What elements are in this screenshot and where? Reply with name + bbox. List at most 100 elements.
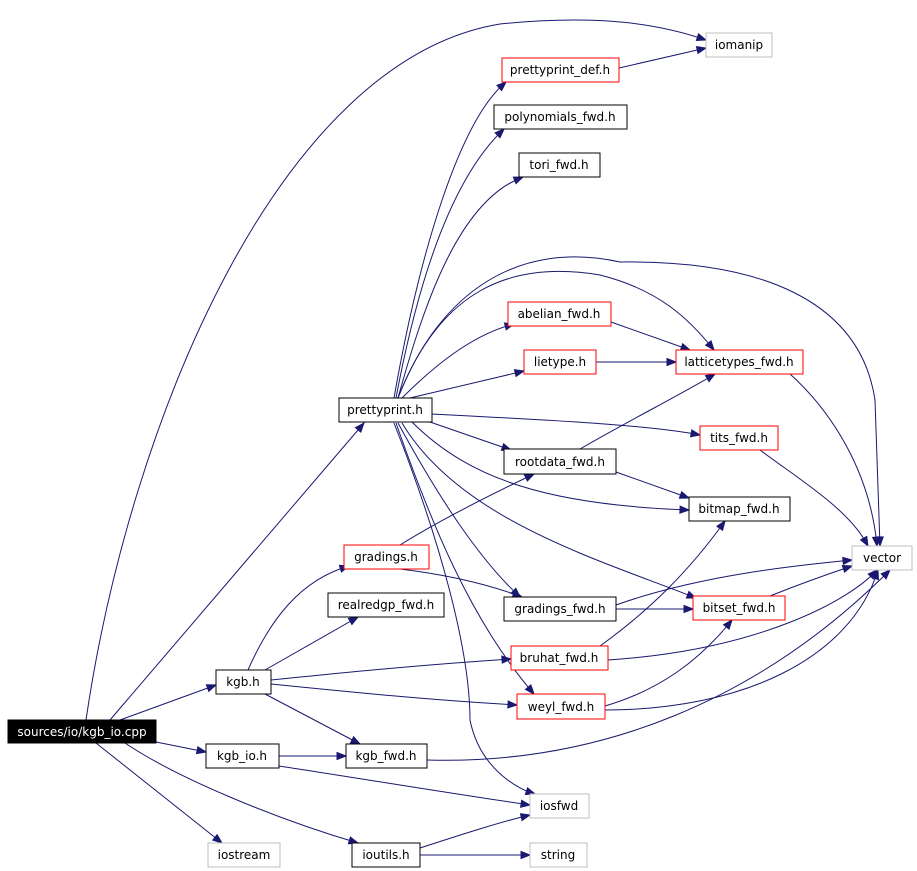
- edge-line: [411, 421, 690, 511]
- edge-line: [124, 742, 359, 844]
- arrowhead-icon: [347, 616, 360, 626]
- node-kgb-io[interactable]: kgb_io.h: [205, 743, 280, 769]
- node-prettyprint-def[interactable]: prettyprint_def.h: [501, 57, 620, 83]
- node-ioutils[interactable]: ioutils.h: [351, 842, 421, 868]
- node-iosfwd-label: iosfwd: [540, 799, 578, 813]
- edge-pp-rootdata: [429, 421, 513, 451]
- edge-pp-polynomials: [395, 128, 505, 399]
- node-kgb-fwd[interactable]: kgb_fwd.h: [345, 743, 428, 769]
- node-rootdata-fwd[interactable]: rootdata_fwd.h: [503, 448, 617, 475]
- node-bitset-fwd[interactable]: bitset_fwd.h: [692, 595, 786, 621]
- node-prettyprint[interactable]: prettyprint.h: [338, 397, 433, 423]
- node-realredgp-fwd-box: [327, 592, 445, 618]
- arrowhead-icon: [354, 421, 365, 433]
- edge-kgbfwd-bitset: [426, 569, 891, 761]
- node-latticetypes-fwd[interactable]: latticetypes_fwd.h: [675, 349, 804, 375]
- node-gradings-label: gradings.h: [354, 550, 418, 564]
- arrowhead-icon: [336, 751, 348, 761]
- node-polynomials-fwd[interactable]: polynomials_fwd.h: [493, 104, 628, 130]
- node-iosfwd-box: [529, 793, 590, 819]
- node-string[interactable]: string: [529, 842, 588, 868]
- edge-line: [399, 568, 523, 598]
- node-bruhat-fwd[interactable]: bruhat_fwd.h: [510, 645, 609, 671]
- node-vector[interactable]: vector: [851, 545, 913, 571]
- edge-line: [607, 569, 878, 661]
- node-tori-fwd[interactable]: tori_fwd.h: [518, 152, 601, 178]
- node-realredgp-fwd[interactable]: realredgp_fwd.h: [327, 592, 445, 618]
- edge-line: [759, 449, 869, 547]
- node-bitset-fwd-label: bitset_fwd.h: [703, 601, 776, 615]
- arrowhead-icon: [524, 786, 537, 796]
- node-iostream-label: iostream: [218, 848, 271, 862]
- node-lietype[interactable]: lietype.h: [523, 349, 597, 375]
- node-kgb[interactable]: kgb.h: [215, 669, 272, 695]
- arrowhead-icon: [524, 684, 535, 696]
- node-vector-label: vector: [863, 551, 901, 565]
- arrowhead-icon: [501, 655, 513, 664]
- edge-ioutils-iosfwd: [419, 813, 532, 849]
- edge-prettydef-iomanip: [618, 46, 708, 69]
- edge-line: [395, 128, 505, 399]
- edge-line: [579, 373, 716, 450]
- edge-kgbio-kgbfwd: [279, 751, 348, 761]
- node-kgb-box: [215, 669, 272, 695]
- node-iomanip-label: iomanip: [715, 38, 763, 52]
- edge-line: [270, 683, 518, 706]
- edge-line: [397, 256, 881, 547]
- node-iomanip[interactable]: iomanip: [705, 32, 773, 58]
- arrowhead-icon: [695, 46, 708, 55]
- node-bruhat-fwd-label: bruhat_fwd.h: [520, 651, 599, 665]
- arrowhead-icon: [513, 369, 526, 378]
- edge-line: [278, 765, 531, 806]
- edge-line: [618, 47, 707, 69]
- edge-line: [397, 176, 524, 399]
- edge-line: [264, 693, 361, 745]
- edge-abelian-latticetypes: [610, 321, 692, 351]
- node-bitmap-fwd[interactable]: bitmap_fwd.h: [688, 496, 791, 522]
- arrowhead-icon: [841, 565, 854, 574]
- node-string-box: [529, 842, 588, 868]
- edge-pp-tits: [431, 413, 702, 438]
- edge-rootdata-bitmap: [615, 471, 691, 499]
- node-tori-fwd-box: [518, 152, 601, 178]
- arrowhead-icon: [683, 604, 695, 614]
- arrowhead-icon: [211, 833, 224, 844]
- edge-kgbio-iosfwd: [278, 765, 532, 808]
- arrowhead-icon: [519, 799, 532, 808]
- edge-tits-vector: [759, 449, 869, 548]
- node-abelian-fwd-box: [507, 301, 612, 327]
- node-kgb-io-label: kgb_io.h: [217, 749, 267, 763]
- edge-gradingsfwd-vector: [615, 556, 854, 606]
- node-root[interactable]: sources/io/kgb_io.cpp: [7, 719, 157, 744]
- node-lietype-box: [523, 349, 597, 375]
- node-latticetypes-fwd-label: latticetypes_fwd.h: [684, 355, 793, 369]
- edges: [85, 19, 891, 860]
- nodes: sources/io/kgb_io.cpp iomanip prettyprin…: [7, 32, 913, 868]
- node-abelian-fwd[interactable]: abelian_fwd.h: [507, 301, 612, 327]
- node-root-label: sources/io/kgb_io.cpp: [17, 725, 146, 739]
- node-polynomials-fwd-label: polynomials_fwd.h: [504, 110, 615, 124]
- edge-pp-lietype: [409, 369, 526, 399]
- node-iosfwd[interactable]: iosfwd: [529, 793, 590, 819]
- edge-kgb-weyl: [270, 683, 519, 709]
- edge-line: [85, 19, 707, 721]
- node-rootdata-fwd-box: [503, 448, 617, 475]
- node-iostream-box: [207, 842, 281, 868]
- edge-line: [397, 422, 521, 598]
- edge-line: [397, 270, 715, 399]
- node-tits-fwd[interactable]: tits_fwd.h: [699, 425, 779, 451]
- node-gradings-fwd[interactable]: gradings_fwd.h: [503, 596, 617, 622]
- node-gradings[interactable]: gradings.h: [343, 544, 430, 570]
- node-bitmap-fwd-label: bitmap_fwd.h: [698, 502, 779, 516]
- edge-line: [426, 569, 891, 761]
- edge-lietype-latticetypes: [596, 357, 678, 367]
- node-lietype-label: lietype.h: [534, 355, 586, 369]
- node-weyl-fwd[interactable]: weyl_fwd.h: [516, 693, 606, 720]
- node-iostream[interactable]: iostream: [207, 842, 281, 868]
- edge-line: [109, 422, 365, 721]
- edge-pp-latticetypes: [397, 270, 715, 399]
- node-string-label: string: [541, 848, 575, 862]
- edge-kgb-bruhat: [270, 655, 513, 681]
- arrowhead-icon: [695, 32, 708, 41]
